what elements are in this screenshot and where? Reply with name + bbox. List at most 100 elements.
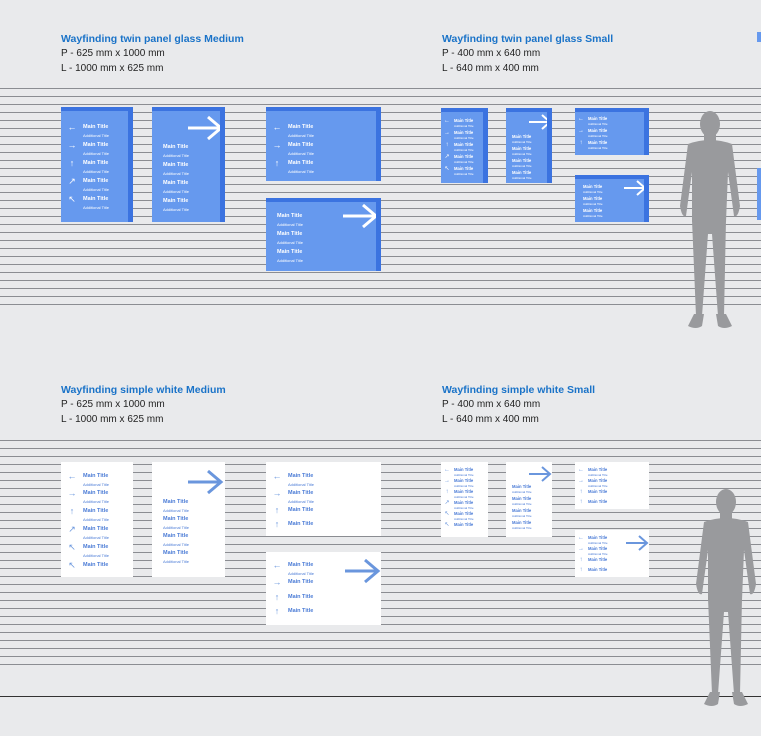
arrow-right-icon bbox=[529, 114, 552, 130]
portrait-size: P - 625 mm x 1000 mm bbox=[61, 48, 165, 59]
main-title: Main Title bbox=[454, 467, 474, 472]
main-title: Main Title bbox=[588, 535, 608, 540]
arrow-up-right-icon: ↗ bbox=[68, 176, 76, 186]
main-title: Main Title bbox=[588, 499, 608, 504]
heading-white-small: Wayfinding simple white Small P - 400 mm… bbox=[442, 383, 595, 427]
additional-title: Additional Title bbox=[288, 499, 315, 504]
additional-title: Additional Title bbox=[454, 473, 474, 477]
main-title: Main Title bbox=[163, 162, 189, 168]
additional-title: Additional Title bbox=[83, 499, 110, 504]
arrow-up-icon: ↑ bbox=[445, 142, 449, 148]
main-title: Main Title bbox=[288, 579, 314, 585]
additional-title: Additional Title bbox=[512, 526, 532, 530]
main-title: Main Title bbox=[588, 546, 608, 551]
additional-title: Additional Title bbox=[454, 172, 474, 176]
arrow-up-right-icon: ↗ bbox=[444, 154, 450, 160]
person-silhouette-icon bbox=[696, 489, 756, 706]
main-title: Main Title bbox=[83, 562, 109, 568]
main-title: Main Title bbox=[288, 142, 314, 148]
main-title: Main Title bbox=[512, 508, 532, 513]
main-title: Main Title bbox=[288, 507, 314, 513]
arrow-left-icon: ← bbox=[444, 467, 450, 473]
main-title: Main Title bbox=[163, 499, 189, 505]
main-title: Main Title bbox=[454, 522, 474, 527]
arrow-up-icon: ↑ bbox=[445, 489, 449, 495]
landscape-size: L - 640 mm x 400 mm bbox=[442, 63, 539, 74]
arrow-up-left-icon: ↖ bbox=[444, 166, 450, 172]
additional-title: Additional Title bbox=[83, 169, 110, 174]
additional-title: Additional Title bbox=[512, 164, 532, 168]
additional-title: Additional Title bbox=[588, 552, 608, 556]
arrow-up-left-icon: ↖ bbox=[444, 511, 450, 517]
main-title: Main Title bbox=[512, 496, 532, 501]
additional-title: Additional Title bbox=[83, 553, 110, 558]
arrow-up-left-icon: ↖ bbox=[444, 522, 450, 528]
arrow-left-icon: ← bbox=[578, 116, 584, 122]
additional-title: Additional Title bbox=[512, 502, 532, 506]
arrow-right-icon: → bbox=[444, 130, 450, 136]
main-title: Main Title bbox=[83, 526, 109, 532]
additional-title: Additional Title bbox=[288, 133, 315, 138]
main-title: Main Title bbox=[588, 489, 608, 494]
main-title: Main Title bbox=[83, 124, 109, 130]
additional-title: Additional Title bbox=[277, 222, 304, 227]
additional-title: Additional Title bbox=[454, 506, 474, 510]
main-title: Main Title bbox=[588, 467, 608, 472]
section-title: Wayfinding simple white Small bbox=[442, 384, 596, 396]
additional-title: Additional Title bbox=[454, 136, 474, 140]
arrow-right-icon bbox=[188, 469, 224, 495]
main-title: Main Title bbox=[454, 154, 474, 159]
arrow-right-icon: → bbox=[578, 478, 584, 484]
additional-title: Additional Title bbox=[83, 205, 110, 210]
additional-title: Additional Title bbox=[83, 133, 110, 138]
partial-panel-edge bbox=[757, 168, 761, 220]
landscape-size: L - 1000 mm x 625 mm bbox=[61, 414, 164, 425]
additional-title: Additional Title bbox=[83, 187, 110, 192]
additional-title: Additional Title bbox=[277, 240, 304, 245]
arrow-right-icon: → bbox=[67, 488, 77, 498]
additional-title: Additional Title bbox=[163, 171, 190, 176]
arrow-right-icon bbox=[343, 203, 379, 229]
additional-title: Additional Title bbox=[454, 160, 474, 164]
additional-title: Additional Title bbox=[588, 473, 608, 477]
main-title: Main Title bbox=[83, 508, 109, 514]
arrow-right-icon: → bbox=[578, 128, 584, 134]
additional-title: Additional Title bbox=[583, 214, 603, 218]
main-title: Main Title bbox=[512, 146, 532, 151]
portrait-size: P - 625 mm x 1000 mm bbox=[61, 399, 165, 410]
arrow-up-icon: ↑ bbox=[579, 489, 583, 495]
main-title: Main Title bbox=[454, 489, 474, 494]
floor-line bbox=[0, 696, 761, 697]
arrow-right-icon: → bbox=[272, 140, 282, 150]
arrow-up-icon: ↑ bbox=[69, 158, 75, 168]
section-title: Wayfinding simple white Medium bbox=[61, 384, 226, 396]
main-title: Main Title bbox=[163, 180, 189, 186]
main-title: Main Title bbox=[163, 533, 189, 539]
arrow-left-icon: ← bbox=[578, 535, 584, 541]
section-title: Wayfinding twin panel glass Small bbox=[442, 33, 614, 45]
arrow-right-icon bbox=[626, 535, 649, 551]
main-title: Main Title bbox=[163, 144, 189, 150]
additional-title: Additional Title bbox=[583, 202, 603, 206]
arrow-up-icon: ↑ bbox=[69, 506, 75, 516]
main-title: Main Title bbox=[588, 567, 608, 572]
main-title: Main Title bbox=[512, 520, 532, 525]
additional-title: Additional Title bbox=[512, 176, 532, 180]
arrow-right-icon: → bbox=[272, 488, 282, 498]
main-title: Main Title bbox=[163, 550, 189, 556]
arrow-left-icon: ← bbox=[444, 118, 450, 124]
main-title: Main Title bbox=[583, 184, 603, 189]
main-title: Main Title bbox=[288, 124, 314, 130]
additional-title: Additional Title bbox=[163, 153, 190, 158]
main-title: Main Title bbox=[277, 213, 303, 219]
arrow-left-icon: ← bbox=[272, 122, 282, 132]
